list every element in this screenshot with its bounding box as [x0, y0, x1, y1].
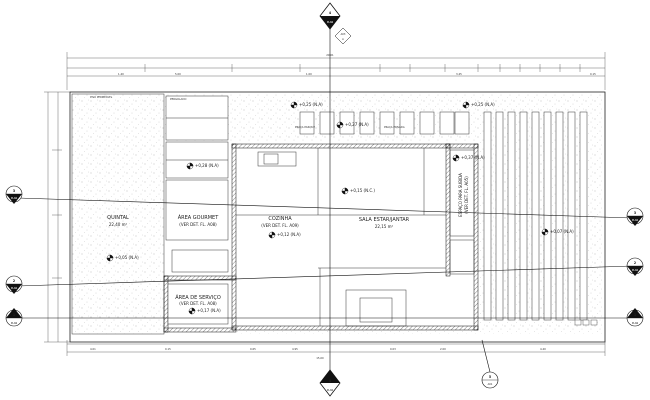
svg-text:2: 2: [634, 261, 636, 265]
svg-text:1: 1: [13, 313, 15, 317]
level-8: +0,05 (N.A): [115, 255, 139, 260]
top-marker-number: 4: [329, 11, 332, 15]
left-marker-3: 3 PLAN: [5, 185, 23, 204]
bottom-marker-number: 4: [329, 379, 332, 383]
level-6: +0,15 (N.C.): [350, 188, 375, 193]
room-cozinha: COZINHA: [268, 216, 292, 222]
level-9: +0,17 (N.A): [197, 308, 221, 313]
bottom-sub-sheet: A01: [488, 383, 493, 386]
top-dim-4: 3.45: [456, 72, 462, 76]
level-5: +0,37 (N.A): [461, 155, 485, 160]
svg-text:PLAN: PLAN: [11, 287, 17, 290]
bottom-dim-7: 4.40: [540, 347, 546, 351]
subida-label: ESPAÇO PARA SUBIDA: [458, 173, 463, 217]
right-marker-3: 3 PLAN: [626, 207, 644, 226]
bottom-dim-1: 4.01: [90, 347, 96, 351]
top-dimension-lines: [66, 52, 606, 90]
interior-lines: [167, 148, 475, 327]
svg-text:PLAN: PLAN: [11, 322, 17, 325]
top-sub-number: A03: [341, 33, 346, 36]
level-1: +0,25 (N.A): [299, 102, 323, 107]
svg-text:PLAN: PLAN: [632, 269, 638, 272]
bottom-dim-4: 4.95: [292, 347, 298, 351]
section-markers-right: 3 PLAN 2 PLAN 1 PLAN: [626, 207, 644, 327]
level-10: +0,07 (N.A): [550, 229, 574, 234]
section-lines: [17, 28, 633, 378]
level-4: +0,28 (N.A): [195, 163, 219, 168]
bottom-dim-6: 2.00: [440, 347, 446, 351]
vertical-labels: ESPAÇO PARA SUBIDA (VER DET. FL. A05): [458, 173, 469, 217]
top-dim-1: 1.40: [118, 72, 124, 76]
note-praca-privada: PRAÇA PRIVADA: [384, 125, 405, 129]
planters: [299, 111, 470, 135]
room-cozinha-detail: (VER DET. FL. A09): [261, 223, 299, 228]
room-labels: QUINTAL 22,40 m² ÁREA GOURMET (VER DET. …: [107, 214, 410, 306]
level-7: +0,12 (N.A): [277, 232, 301, 237]
bottom-dim-2: 0.15: [165, 347, 171, 351]
top-marker-sheet: PLAN: [327, 21, 333, 24]
room-quintal: QUINTAL: [107, 215, 129, 221]
section-marker-bottom: 4 PLAN 5 A01: [319, 369, 499, 397]
note-pergolado: PERGOLADO: [170, 97, 186, 101]
small-bottom-objects: [574, 319, 598, 326]
svg-text:PLAN: PLAN: [632, 322, 638, 325]
section-markers-left: 3 PLAN 2 PLAN 1 PLAN: [5, 185, 23, 327]
svg-text:2: 2: [13, 279, 15, 283]
top-sub-letter: A: [342, 38, 344, 41]
top-dimension-texts: 1.40 5.00 1.00 3.45 0.15: [118, 72, 596, 76]
pergola-area: [165, 95, 229, 241]
top-ticks: [144, 64, 581, 72]
bottom-dimension-texts: 4.01 0.15 0.65 4.95 0.03 2.00 4.40: [90, 347, 546, 351]
room-quintal-area: 22,40 m²: [109, 222, 128, 227]
note-praca-parque: PRAÇA PARQUE: [295, 125, 315, 129]
left-marker-1: 1 PLAN: [5, 308, 23, 327]
level-3: +0,25 (N.A): [471, 102, 495, 107]
note-permeavel: PISO PERMEÁVEL: [90, 94, 113, 99]
svg-text:3: 3: [634, 211, 636, 215]
right-marker-1: 1 PLAN: [626, 308, 644, 327]
bottom-total-dimension: 15,00: [316, 356, 324, 360]
subida-detail: (VER DET. FL. A05): [464, 176, 469, 214]
left-marker-2: 2 PLAN: [5, 275, 23, 294]
level-texts: +0,25 (N.A) +0,27 (N.A) +0,25 (N.A) +0,2…: [115, 102, 574, 313]
left-dimension-lines: [44, 91, 70, 343]
level-2: +0,27 (N.A): [345, 122, 369, 127]
room-sala: SALA ESTAR/JANTAR: [359, 217, 410, 223]
room-sala-area: 22,15 m²: [375, 224, 394, 229]
level-markers: [106, 101, 549, 315]
svg-text:3: 3: [13, 189, 15, 193]
room-servico-detail: (VER DET. FL. A08): [179, 301, 217, 306]
top-dim-3: 1.00: [306, 72, 312, 76]
building-walls: [163, 143, 479, 333]
svg-text:1: 1: [634, 313, 636, 317]
quintal-floor: [71, 93, 165, 335]
bottom-dim-5: 0.03: [390, 347, 396, 351]
section-marker-top: 4 PLAN A03 A: [319, 2, 352, 45]
svg-text:PLAN: PLAN: [632, 219, 638, 222]
svg-text:PLAN: PLAN: [11, 197, 17, 200]
room-gourmet-detail: (VER DET. FL. A08): [179, 222, 217, 227]
top-dim-2: 5.00: [175, 72, 181, 76]
top-dim-5: 0.15: [590, 72, 596, 76]
bottom-sub-number: 5: [489, 375, 491, 379]
bottom-dimension-lines: [66, 340, 606, 356]
room-servico: ÁREA DE SERVIÇO: [175, 294, 221, 301]
small-notes: PISO PERMEÁVEL PERGOLADO PRAÇA PARQUE PR…: [90, 94, 405, 129]
right-marker-2: 2 PLAN: [626, 257, 644, 276]
bottom-dim-3: 0.65: [250, 347, 256, 351]
bottom-marker-sheet: PLAN: [327, 389, 333, 392]
room-gourmet: ÁREA GOURMET: [178, 214, 219, 221]
